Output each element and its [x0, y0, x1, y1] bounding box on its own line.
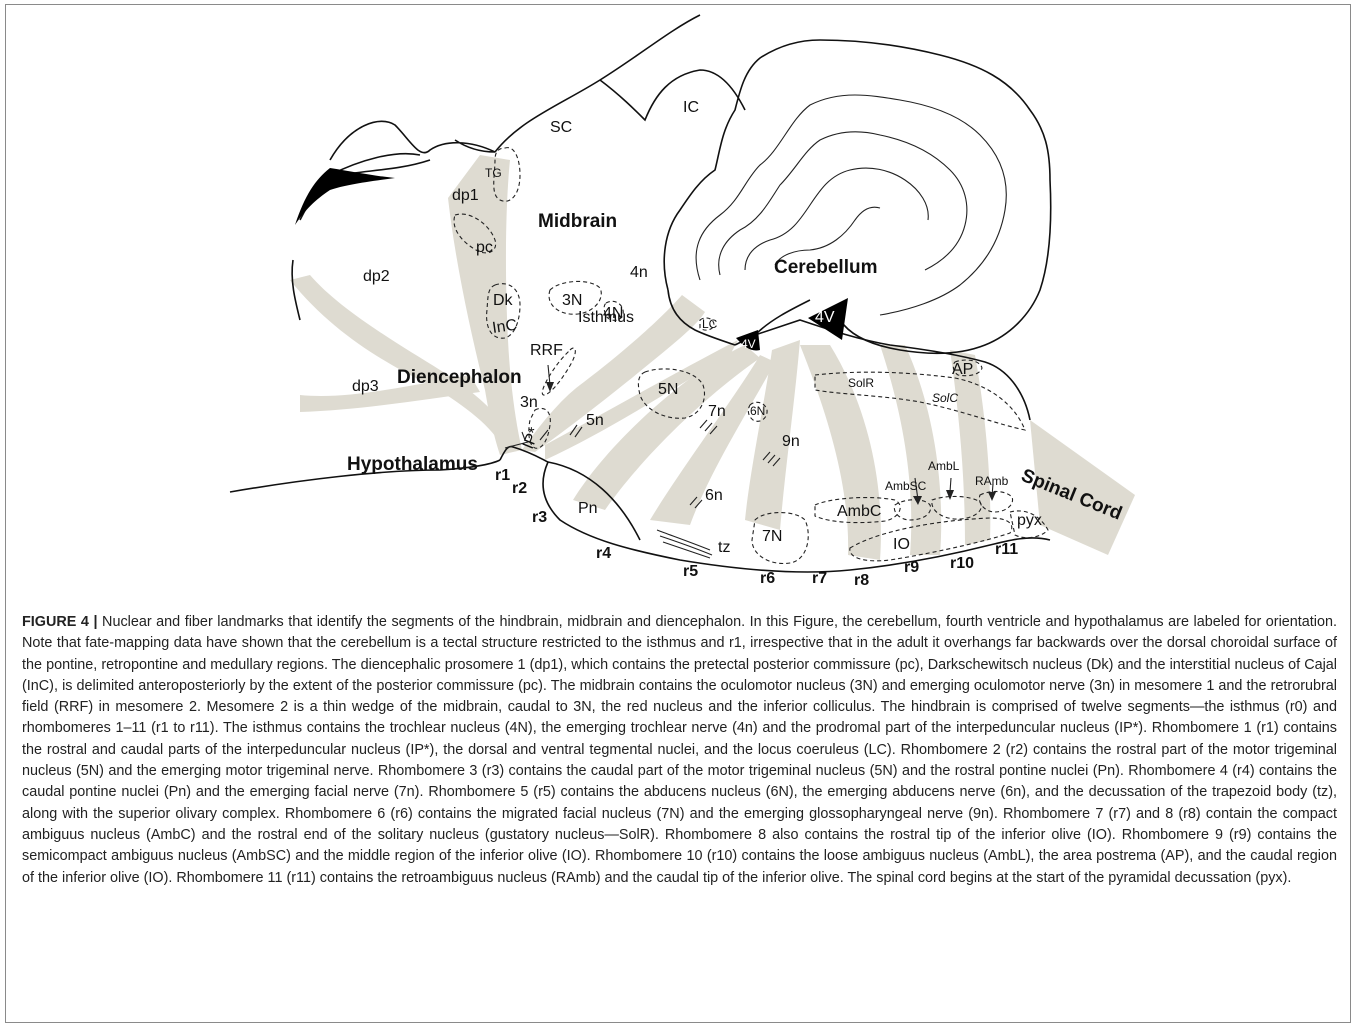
label-tg: TG — [485, 166, 502, 180]
label-7n-nucleus: 7N — [762, 528, 782, 545]
label-dk: Dk — [493, 292, 514, 309]
label-5n-nerve: 5n — [586, 412, 604, 429]
label-r2: r2 — [512, 480, 527, 497]
label-6n-nerve: 6n — [705, 487, 723, 504]
label-pyx: pyx — [1017, 512, 1042, 529]
label-dp3: dp3 — [352, 378, 379, 395]
label-6n-nucleus: 6N — [750, 404, 765, 418]
label-lc: LC — [702, 317, 718, 331]
label-r7: r7 — [812, 570, 827, 587]
label-midbrain: Midbrain — [538, 211, 617, 232]
label-4v-small: 4V — [741, 337, 756, 351]
ventricles — [295, 168, 848, 351]
label-9n-nerve: 9n — [782, 433, 800, 450]
label-tz: tz — [718, 539, 730, 556]
label-ambl: AmbL — [928, 459, 960, 473]
label-r9: r9 — [904, 559, 919, 576]
label-inc: InC — [491, 317, 518, 337]
label-ramb: RAmb — [975, 474, 1009, 488]
label-pn: Pn — [578, 500, 598, 517]
label-r4: r4 — [596, 545, 611, 562]
label-ic: IC — [683, 99, 699, 116]
label-pc: pc — [476, 239, 493, 256]
label-4n-nerve: 4n — [630, 264, 648, 281]
label-3n-nucleus: 3N — [562, 292, 582, 309]
figure-caption: FIGURE 4 | Nuclear and fiber landmarks t… — [22, 612, 1337, 889]
label-dp2: dp2 — [363, 268, 390, 285]
label-r6: r6 — [760, 570, 775, 587]
label-r3: r3 — [532, 509, 547, 526]
cerebellum-folia — [696, 95, 1006, 315]
label-3n-nerve: 3n — [520, 394, 538, 411]
label-solr: SolR — [848, 376, 874, 390]
label-io: IO — [893, 536, 910, 553]
caption-title: FIGURE 4 | — [22, 614, 98, 630]
label-4n-nucleus: 4N — [603, 305, 623, 322]
label-rrf: RRF — [530, 342, 563, 359]
label-ambc: AmbC — [837, 503, 881, 520]
label-cerebellum: Cerebellum — [774, 257, 877, 278]
label-dp1: dp1 — [452, 187, 479, 204]
label-r8: r8 — [854, 572, 869, 589]
label-r1: r1 — [495, 467, 510, 484]
caption-text: Nuclear and fiber landmarks that identif… — [22, 614, 1337, 886]
label-hypothalamus: Hypothalamus — [347, 454, 478, 475]
label-ap: AP — [952, 361, 973, 378]
label-ambsc: AmbSC — [885, 479, 927, 493]
label-4v-large: 4V — [815, 309, 835, 326]
label-7n-nerve: 7n — [708, 403, 726, 420]
label-diencephalon: Diencephalon — [397, 367, 522, 388]
label-solc: SolC — [932, 391, 958, 405]
label-r5: r5 — [683, 563, 698, 580]
label-r11: r11 — [995, 541, 1018, 558]
label-5n-nucleus: 5N — [658, 381, 678, 398]
label-r10: r10 — [950, 555, 974, 572]
label-sc: SC — [550, 119, 572, 136]
brain-diagram: Midbrain Cerebellum Diencephalon Hypotha… — [0, 0, 1357, 600]
